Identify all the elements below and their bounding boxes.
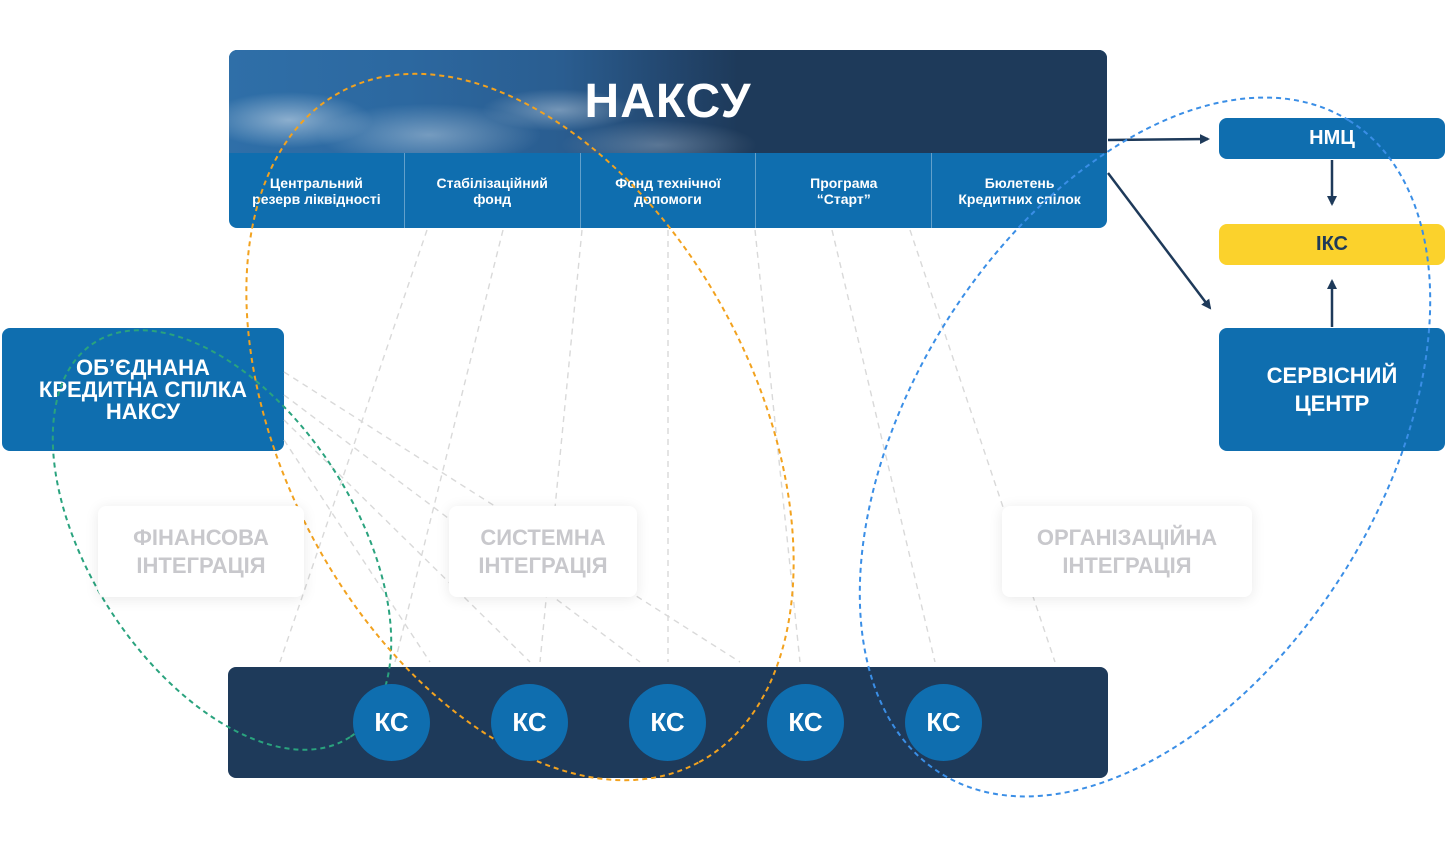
sky-banner-image [229, 50, 1107, 153]
credit-union-circle: КС [353, 684, 430, 761]
systemic-integration-card: СИСТЕМНА ІНТЕГРАЦІЯ [449, 506, 637, 597]
united-credit-union-box: ОБ’ЄДНАНА КРЕДИТНА СПІЛКА НАКСУ [2, 328, 284, 451]
arrow-naksu-to-nmc [1107, 134, 1210, 145]
credit-union-circle: КС [629, 684, 706, 761]
program-stabilization-fund: Стабілізаційний фонд [403, 153, 580, 228]
systemic-integration-oval [245, 72, 795, 782]
credit-union-circle: КС [767, 684, 844, 761]
financial-integration-oval [51, 329, 393, 751]
organizational-integration-oval [858, 96, 1432, 798]
organizational-integration-card: ОРГАНІЗАЦІЙНА ІНТЕГРАЦІЯ [1002, 506, 1252, 597]
gray-connector-lines [279, 229, 1056, 663]
program-credit-unions-bulletin: Бюлетень Кредитних спілок [931, 153, 1107, 228]
credit-union-circle: КС [491, 684, 568, 761]
arrow-naksu-to-service-center [1107, 172, 1212, 310]
nmc-box: НМЦ [1219, 118, 1445, 159]
arrows [1107, 134, 1337, 327]
service-center-box: СЕРВІСНИЙ ЦЕНТР [1219, 328, 1445, 451]
program-start: Програма “Старт” [755, 153, 931, 228]
naksu-title: НАКСУ [584, 75, 752, 128]
naksu-programs: Центральний резерв ліквідності Стабіліза… [229, 153, 1107, 228]
naksu-block: НАКСУ Центральний резерв ліквідності Ста… [229, 50, 1107, 228]
financial-integration-card: ФІНАНСОВА ІНТЕГРАЦІЯ [98, 506, 304, 597]
program-central-liquidity-reserve: Центральний резерв ліквідності [252, 174, 381, 207]
credit-union-circle: КС [905, 684, 982, 761]
iks-box: ІКС [1219, 224, 1445, 265]
program-technical-assistance-fund: Фонд технічної допомоги [579, 153, 756, 228]
